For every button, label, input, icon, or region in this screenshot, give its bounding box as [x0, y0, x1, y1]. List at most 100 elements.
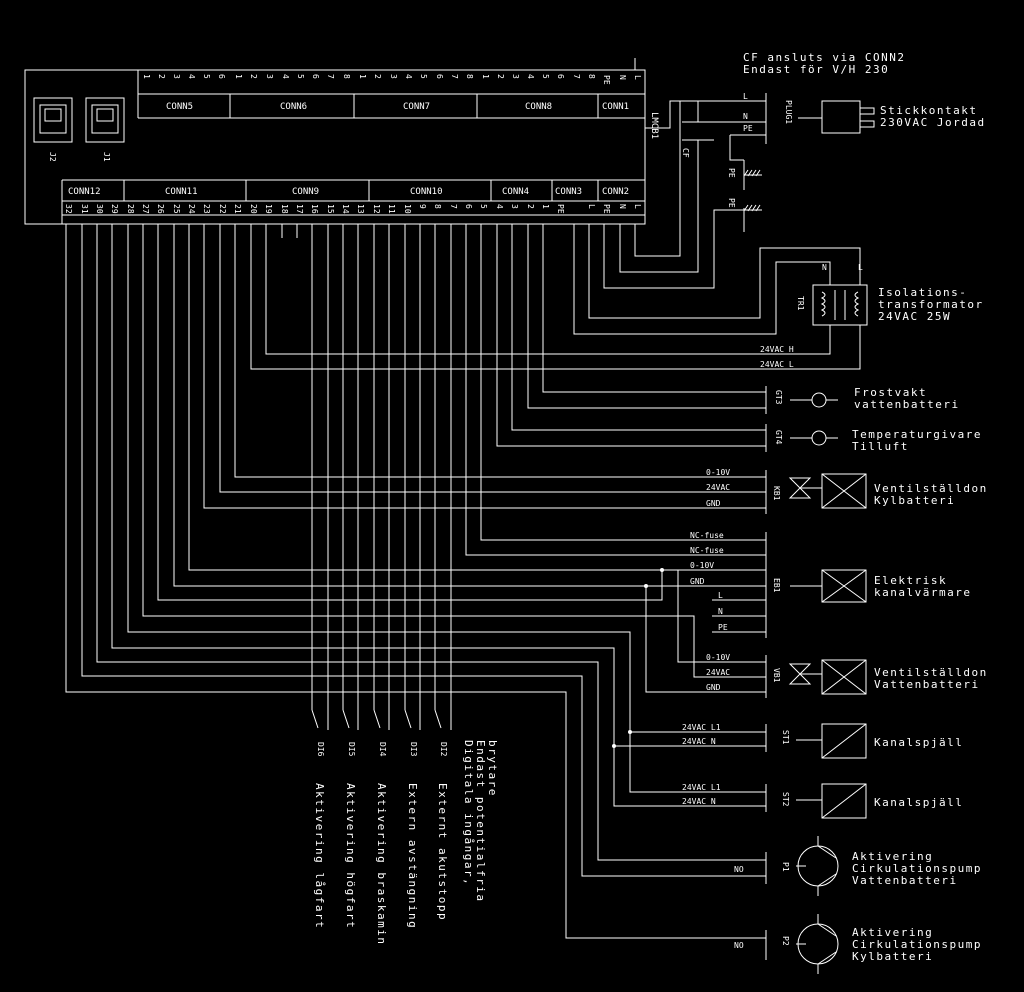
board-outline — [24, 69, 646, 225]
jack-j1-label: J1 — [102, 152, 111, 162]
vb1-label1: Ventilställdon — [874, 666, 988, 679]
pin: 3 — [511, 74, 520, 79]
p2-label3: Kylbatteri — [852, 950, 933, 963]
conn12-label: CONN12 — [68, 187, 101, 197]
conn6-label: CONN6 — [280, 102, 307, 112]
tr1-label1: Isolations- — [878, 286, 967, 299]
di6-label: Aktivering lågfart — [313, 783, 326, 929]
pin: 28 — [126, 204, 135, 214]
actuator-vb1: 0-10V 24VAC GND VB1 Ventilställdon Vatte… — [142, 224, 988, 698]
pin: 6 — [435, 74, 444, 79]
pin: 18 — [280, 204, 289, 214]
eb1-sig-gnd: GND — [690, 577, 705, 586]
vb1-sig-24vac: 24VAC — [706, 668, 730, 677]
conn4-bottom: CONN4 4 3 2 1 — [495, 187, 550, 209]
p1-id: P1 — [781, 862, 790, 872]
conn10-bottom: CONN10 12 11 10 9 8 7 6 5 — [372, 187, 488, 214]
control-board: LMCB1 J2 J1 CONN5 1 2 3 4 5 6 — [24, 69, 659, 225]
di-title2: Endast potentialfria — [474, 740, 487, 902]
jack-j2: J2 — [33, 97, 73, 162]
damper-st1: 24VAC_L1 24VAC_N ST1 Kanalspjäll — [111, 224, 962, 759]
kb1-id: KB1 — [772, 486, 781, 501]
di-title3: brytare — [486, 740, 499, 797]
pin: PE — [602, 75, 611, 85]
conn11-bottom: CONN11 28 27 26 25 24 23 22 21 — [126, 187, 242, 214]
pin: 10 — [403, 204, 412, 214]
pin: 1 — [358, 74, 367, 79]
pin: 17 — [295, 204, 304, 214]
pin: N — [618, 75, 627, 80]
eb1-sig-nc-fuse-1: NC-fuse — [690, 531, 724, 540]
pin: 6 — [311, 74, 320, 79]
conn8-label: CONN8 — [525, 102, 552, 112]
st2-label: Kanalspjäll — [874, 796, 963, 809]
pin: L — [587, 204, 596, 209]
conn4-label: CONN4 — [502, 187, 529, 197]
eb1-id: EB1 — [772, 578, 781, 593]
gt3-label1: Frostvakt — [854, 386, 927, 399]
vb1-label2: Vattenbatteri — [874, 678, 980, 691]
pin: 20 — [249, 204, 258, 214]
di-title1: Digitala ingångar, — [462, 740, 475, 886]
pin: 13 — [356, 204, 365, 214]
di4-id: DI4 — [378, 742, 387, 757]
pin: 22 — [218, 204, 227, 214]
p1-label3: Vattenbatteri — [852, 874, 958, 887]
pin: 30 — [95, 204, 104, 214]
pin: 24 — [187, 204, 196, 214]
vb1-id: VB1 — [772, 668, 781, 683]
pin: 27 — [141, 204, 150, 214]
pin: 7 — [449, 204, 458, 209]
conn12-bottom: CONN12 32 31 30 29 — [64, 187, 119, 214]
damper-st2: 24VAC_L1 24VAC_N ST2 Kanalspjäll — [613, 732, 963, 819]
conn6-top: CONN6 1 2 3 4 5 6 7 8 — [234, 74, 351, 112]
heater-eb1: NC-fuse NC-fuse 0-10V GND L N PE EB1 Ele… — [173, 224, 970, 638]
pin: 25 — [172, 204, 181, 214]
pin: 7 — [450, 74, 459, 79]
tr1-id: TR1 — [796, 296, 805, 311]
tr1-terminal-n: N — [822, 263, 827, 272]
tr1-out-l: 24VAC_L — [760, 360, 794, 369]
pin: L — [633, 204, 642, 209]
conn11-label: CONN11 — [165, 187, 198, 197]
cf-note-line1: CF ansluts via CONN2 — [743, 51, 905, 64]
cf-label: CF — [681, 148, 690, 158]
power-input: CF ansluts via CONN2 Endast för V/H 230 … — [603, 51, 984, 289]
pin: 4 — [281, 74, 290, 79]
pin: 16 — [310, 204, 319, 214]
pin: 1 — [234, 74, 243, 79]
di5-id: DI5 — [347, 742, 356, 757]
kb1-sig-24vac: 24VAC — [706, 483, 730, 492]
board-name: LMCB1 — [649, 112, 659, 139]
di3-label: Extern avstängning — [406, 783, 419, 929]
pin: 8 — [342, 74, 351, 79]
tr1-terminal-l: L — [858, 263, 863, 272]
pin: PE — [602, 204, 611, 214]
gt3-label2: vattenbatteri — [854, 398, 960, 411]
pin: 6 — [464, 204, 473, 209]
pin: 9 — [418, 204, 427, 209]
pin: 15 — [326, 204, 335, 214]
pin: 1 — [481, 74, 490, 79]
pin: 26 — [156, 204, 165, 214]
pin: 2 — [249, 74, 258, 79]
di4-label: Aktivering braskamin — [375, 783, 388, 945]
conn7-top: CONN7 1 2 3 4 5 6 7 8 — [358, 74, 474, 112]
plug-id: PLUG1 — [784, 100, 793, 124]
pin: 3 — [265, 74, 274, 79]
tr1-out-h: 24VAC_H — [760, 345, 794, 354]
eb1-sig-0-10v: 0-10V — [690, 561, 714, 570]
di2-label: Externt akutstopp — [436, 783, 449, 921]
eb1-sig-l: L — [718, 591, 723, 600]
pin: 31 — [80, 204, 89, 214]
pin: 32 — [64, 204, 73, 214]
p1-sig: NO — [734, 865, 744, 874]
p2-label2: Cirkulationspump — [852, 938, 982, 951]
gt4-label2: Tilluft — [852, 440, 909, 453]
pin: 2 — [496, 74, 505, 79]
pin: 8 — [465, 74, 474, 79]
plug-label1: Stickkontakt — [880, 104, 977, 117]
pin: 23 — [202, 204, 211, 214]
pe-label-1: PE — [727, 168, 736, 178]
